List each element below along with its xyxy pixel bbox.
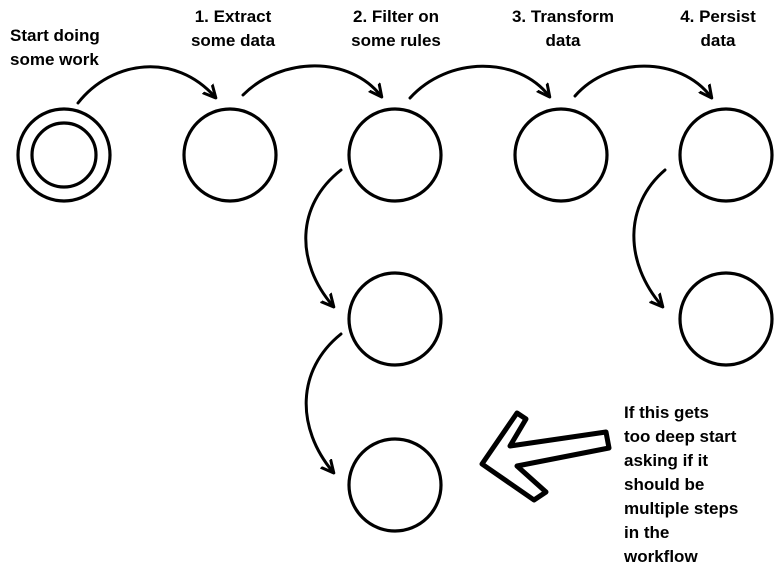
note-line: If this gets — [624, 403, 710, 422]
filter-sub-node-1[interactable] — [347, 271, 443, 367]
filter-sub-node-2[interactable] — [347, 437, 443, 533]
persist-label: 4. Persist data — [668, 5, 768, 53]
persist-node[interactable] — [678, 107, 774, 203]
filter-label: 2. Filter on some rules — [341, 5, 451, 53]
note-line: should be — [624, 475, 705, 494]
transform-label-line-2: data — [545, 31, 581, 50]
start-label: Start doing some work — [10, 24, 100, 72]
arrow-filter-to-transform — [408, 64, 549, 100]
arrow-filter-to-sub-1 — [304, 168, 343, 306]
filter-node[interactable] — [347, 107, 443, 203]
arrow-extract-to-filter — [241, 64, 381, 96]
start-label-line-1: Start doing — [10, 26, 100, 45]
persist-sub-node[interactable] — [678, 271, 774, 367]
note-line: workflow — [624, 547, 698, 566]
arrow-transform-to-persist — [573, 64, 711, 97]
persist-label-line-2: data — [700, 31, 736, 50]
filter-label-line-2: some rules — [351, 31, 441, 50]
extract-label-line-1: 1. Extract — [194, 7, 272, 26]
transform-label: 3. Transform data — [500, 5, 626, 53]
transform-node[interactable] — [513, 107, 609, 203]
note-line: multiple steps — [624, 499, 739, 518]
arrow-persist-to-sub — [632, 168, 667, 306]
note-line: too deep start — [624, 427, 737, 446]
note-text: If this gets too deep start asking if it… — [624, 401, 738, 569]
arrow-sub-1-to-sub-2 — [304, 332, 343, 472]
extract-node[interactable] — [182, 107, 278, 203]
arrow-start-to-extract — [76, 65, 215, 105]
extract-label-line-2: some data — [190, 31, 276, 50]
start-label-line-2: some work — [10, 50, 99, 69]
extract-label: 1. Extract some data — [178, 5, 288, 53]
note-line: asking if it — [624, 451, 709, 470]
big-pointer-arrow — [479, 410, 612, 503]
persist-label-line-1: 4. Persist — [680, 7, 756, 26]
filter-label-line-1: 2. Filter on — [353, 7, 439, 26]
note-line: in the — [624, 523, 670, 542]
transform-label-line-1: 3. Transform — [511, 7, 615, 26]
start-node-inner — [30, 121, 98, 189]
